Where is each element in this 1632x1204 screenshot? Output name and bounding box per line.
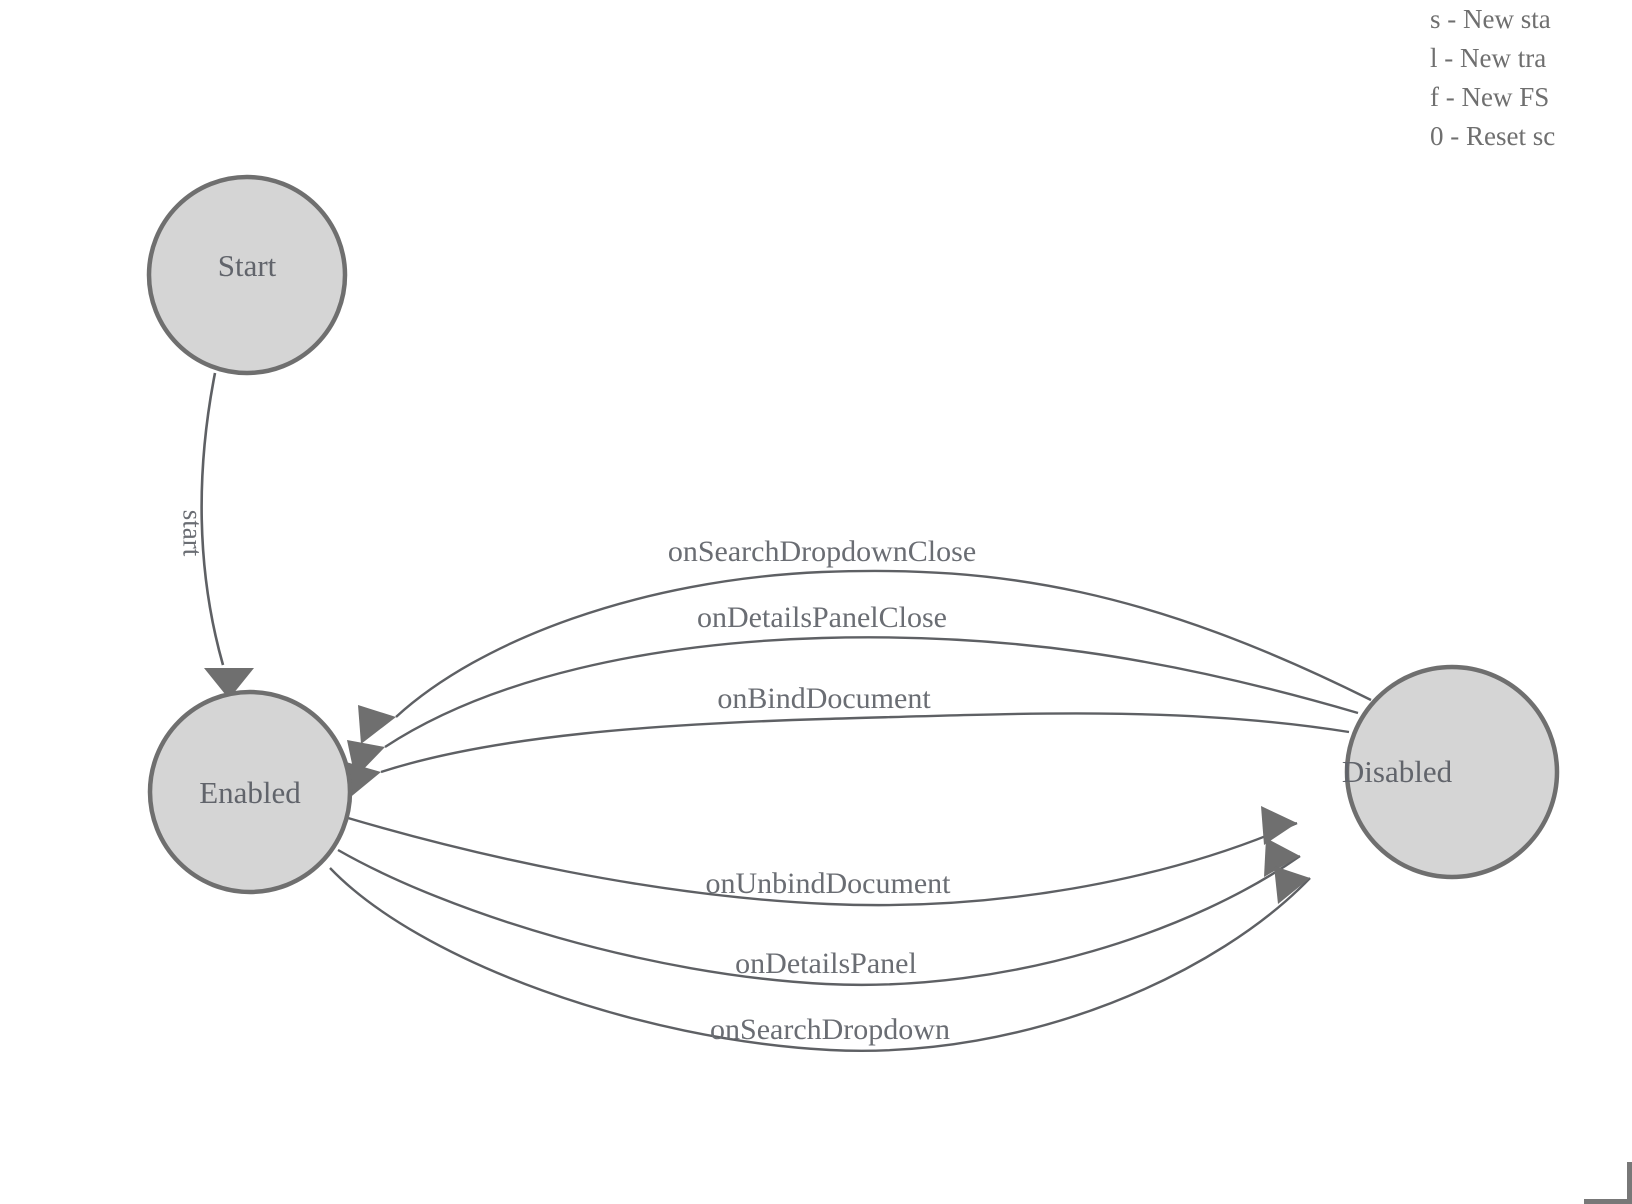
arrowhead-onSearchDropdown (1274, 866, 1310, 904)
edge-label-on-unbind-document: onUnbindDocument (705, 867, 951, 900)
state-node-disabled[interactable] (1344, 664, 1560, 880)
edge-group-start-to-enabled (200, 372, 254, 699)
state-node-enabled[interactable] (147, 689, 353, 895)
state-label-enabled: Enabled (199, 775, 301, 810)
arrowhead-onSearchDropdownClose (358, 705, 396, 744)
edge-label-start: start (177, 509, 208, 557)
arrowhead-onBindDocument (346, 762, 381, 800)
arrowhead-start (204, 668, 254, 699)
arrowhead-onUnbindDocument (1261, 806, 1297, 845)
edge-label-on-bind-document: onBindDocument (717, 682, 931, 715)
edge-label-on-details-panel-close: onDetailsPanelClose (697, 601, 947, 634)
edge-onUnbindDocument[interactable] (347, 816, 1298, 907)
arrowhead-onDetailsPanel (1264, 838, 1300, 877)
edge-label-on-details-panel: onDetailsPanel (735, 947, 917, 980)
edge-onDetailsPanelClose[interactable] (384, 636, 1359, 749)
edge-onSearchDropdown[interactable] (329, 867, 1311, 1052)
edge-label-on-search-dropdown: onSearchDropdown (710, 1013, 950, 1046)
state-label-start: Start (217, 248, 277, 283)
edge-group-disabled-to-enabled (346, 569, 1372, 800)
state-label-disabled: Disabled (1341, 754, 1453, 789)
edge-group-enabled-to-disabled (329, 806, 1311, 1052)
edge-onBindDocument[interactable] (380, 712, 1350, 774)
edge-start[interactable] (200, 372, 225, 666)
edge-onSearchDropdownClose[interactable] (395, 569, 1372, 718)
state-node-start[interactable] (146, 174, 348, 376)
edge-label-on-search-dropdown-close: onSearchDropdownClose (667, 535, 977, 568)
edge-onDetailsPanel[interactable] (337, 848, 1301, 986)
